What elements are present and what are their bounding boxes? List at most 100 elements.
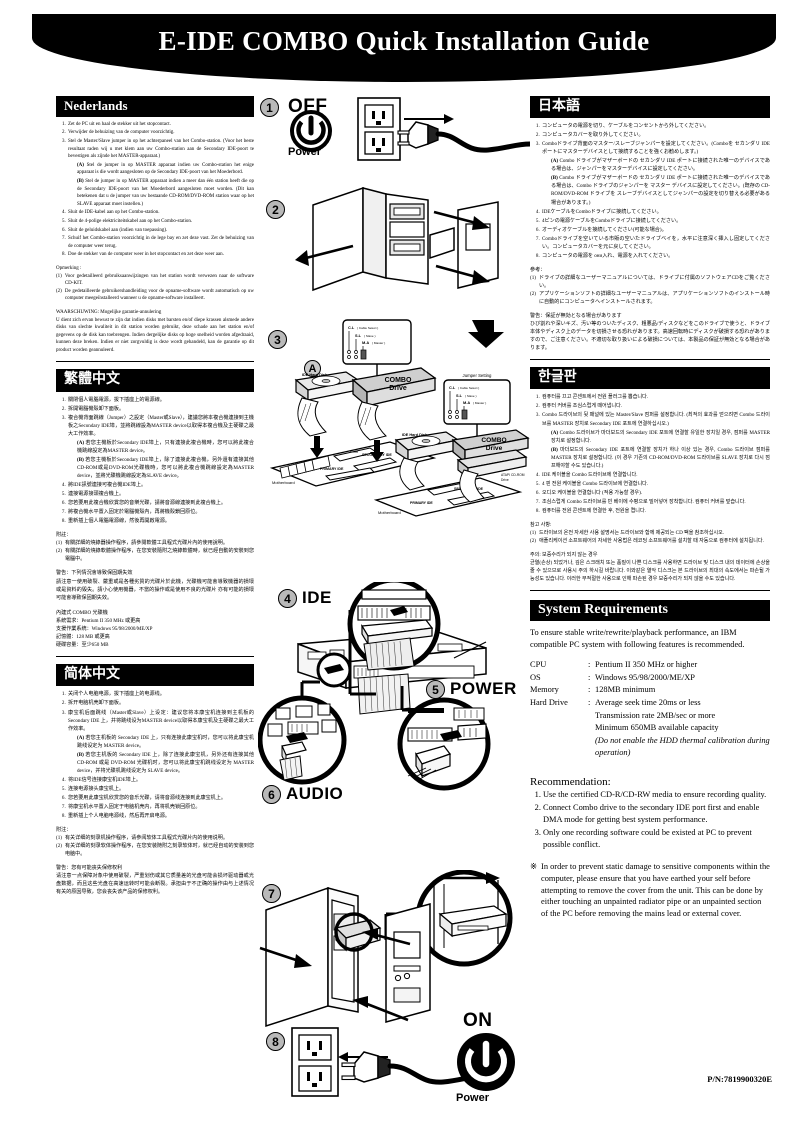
- sub-item-a: (A) 若您主机板的 Secondary IDE 上，只有连接此康宝机时，您可以…: [77, 734, 254, 749]
- assembly-arrow-icons: [259, 928, 411, 1022]
- note-title: 附注：: [56, 827, 72, 834]
- list-item: 오디오 케이블을 연결합니다 (적용 가능할 경우).: [541, 489, 770, 497]
- list-item: Sluit de 4-polige elektriciteitskabel aa…: [67, 218, 254, 226]
- section-body-japanese: コンピュータの電源を切り、ケーブルをコンセントから外してください。 コンピュータ…: [530, 122, 770, 352]
- svg-text:Drive: Drive: [389, 385, 407, 392]
- bezel-remove-arrow-icon: [433, 210, 490, 284]
- spec-row: 系統需求：Pentium II 350 MHz 或更高: [56, 617, 141, 624]
- installation-diagram: 1 OFF Power: [258, 92, 530, 1104]
- header-banner: E-IDE COMBO Quick Installation Guide: [32, 14, 776, 82]
- section-korean: 한글판 컴퓨터를 끄고 콘센트에서 전원 플러그를 뽑습니다. 컴퓨터 커버를 …: [530, 367, 770, 592]
- list-item: Comboドライブを空いている市販の空いたドライブベイを，水平に注意深く挿入し固…: [541, 235, 770, 251]
- warning-block: WAARSCHUWING: Mogelijke garantie-annuler…: [56, 309, 254, 355]
- list-item: Verwijder de behuizing van de computer v…: [67, 129, 254, 137]
- list-item: 康宝机后面跳线（Master或Slave）上设定：建议您将本康宝机连接到主机板的…: [67, 709, 254, 775]
- section-heading-japanese: 日本語: [530, 96, 770, 119]
- section-recommendation: Recommendation: Use the certified CD-R/C…: [530, 776, 770, 920]
- requirements-table: CPU : Pentium II 350 MHz or higher OS : …: [530, 659, 770, 760]
- section-nederlands: Nederlands Zet de PC uit en haal de stek…: [56, 96, 254, 363]
- warning-block: 警告：您有可能丧失保修权利 请注意一点保障对象中使用破裂，严重划伤或其它质量差的…: [56, 864, 254, 896]
- slide-in-arrow-icon: [442, 872, 500, 884]
- panel-remove-arrow-icon: [295, 244, 354, 266]
- step3-graphic: Jumper Setting C.L ( Cable Select ) S.L …: [269, 319, 530, 517]
- list-item: Zet de PC uit en haal de stekker uit het…: [67, 121, 254, 129]
- motherboard-b: SECONDARY IDE PRIMARY IDE Motherboard: [373, 477, 523, 517]
- list-item: 将康宝机水平置入固定于电脑机壳内，再将机壳锁回原位。: [67, 803, 254, 811]
- ribbon-cables-b: [399, 457, 485, 503]
- variant-label-a: A: [304, 360, 321, 377]
- warning-text: 균열(손상) 되었거나, 깊은 스크래치 또는 품질이 나쁜 디스크를 사용하면…: [530, 560, 770, 583]
- note-item: (2)De gedetailleerde gebruikershandleidi…: [56, 288, 254, 302]
- warning-text: 请注意一点保障对象中使用破裂，严重划伤或其它质量差的光盘可能会损坏驱动器或光盘数…: [56, 873, 254, 896]
- list-item: 关闭个人电脑电源，拔下插座上的电源线。: [67, 690, 254, 698]
- ide-hard-disk-b: IDE Hard Disk: [394, 431, 460, 462]
- sub-item-a: (A) Combo 드라이브가 마더보드의 Secondary IDE 포트에 …: [551, 429, 770, 444]
- ide-hard-disk-a: IDE Hard Disk: [294, 371, 360, 402]
- warning-text: U dient zich ervan bewust te zijn dat in…: [56, 317, 254, 353]
- note-item: (2)有關詳細的燒錄軟體操作程序，在您安裝隨附之燒錄軟體時，就已經自動的安裝到您…: [56, 548, 254, 563]
- list-item: 拆開電腦機殼卸下面板。: [67, 405, 254, 413]
- steps-list: 关闭个人电脑电源，拔下插座上的电源线。 拆开电脑机壳卸下面板。 康宝机后面跳线（…: [56, 690, 254, 820]
- section-japanese: 日本語 コンピュータの電源を切り、ケーブルをコンセントから外してください。 コン…: [530, 96, 770, 361]
- list-item: Doe de stekker van de computer weer in h…: [67, 251, 254, 259]
- jumper-setting-box-a: Jumper Setting C.L ( Cable Select ) S.L …: [342, 319, 412, 392]
- audio-connector-closeup: [258, 652, 352, 785]
- static-damage-note: ※ In order to prevent static damage to s…: [530, 861, 770, 921]
- step7-graphic: [259, 870, 513, 1028]
- list-item: 컴퓨터를 끄고 콘센트에서 전원 플러그를 뽑습니다.: [541, 393, 770, 401]
- sub-item-b: (B) Combo ドライブがマザーボードの セカンダリ IDE ポートに接続さ…: [551, 175, 770, 206]
- step-number-2: 2: [266, 200, 285, 219]
- note-block: 참고 사항: (1)드라이브의 온전 자세한 사용 설명서는 드라이브와 함께 …: [530, 521, 770, 545]
- note-block: Opmerking : (1)Voor gedetailleerd gebrui…: [56, 265, 254, 303]
- step-number-1: 1: [260, 98, 279, 117]
- down-arrow-icon: [468, 320, 504, 348]
- spec-row: 支援作業系統：Windows 95/98/2000/ME/XP: [56, 625, 153, 632]
- ide-connector-closeup: [347, 582, 441, 696]
- note-title: Opmerking :: [56, 265, 82, 271]
- list-item: Schuif het Combo-station voorzichtig in …: [67, 235, 254, 250]
- list-item: 複合機背面跳線（Jumper）之設定（Master或Slave），建議您將本複合…: [67, 414, 254, 480]
- section-system-requirements: System Requirements To ensure stable wri…: [530, 600, 770, 760]
- step-number-5: 5: [426, 680, 445, 699]
- list-item: 4ピンの電源ケーブルをComboドライブに接続してください。: [541, 217, 770, 225]
- note-block: 参考： (1)ドライブの詳細なユーザーマニュアルについては、ドライブに付属のソフ…: [530, 266, 770, 306]
- req-value: Windows 95/98/2000/ME/XP: [595, 672, 695, 682]
- list-item: Sluit de geluidskabel aan (indien van to…: [67, 227, 254, 235]
- list-item: オーディオケーブルを接続してください(可能な場合)。: [541, 226, 770, 234]
- note-marker-icon: ※: [530, 861, 538, 871]
- list-item: 重新插上個人電腦電源線，然後再開啟電源。: [67, 517, 254, 525]
- list-item: コンピュータの電源を они入れ、電源を入れてください。: [541, 252, 770, 260]
- req-colon: :: [588, 672, 591, 682]
- svg-text:ATAPI CD-ROM: ATAPI CD-ROM: [501, 473, 525, 477]
- section-heading-nederlands: Nederlands: [56, 96, 254, 117]
- steps-list: Zet de PC uit en haal de stekker uit het…: [56, 121, 254, 259]
- svg-text:( Slave ): ( Slave ): [364, 334, 376, 338]
- sub-item-b: (B) 若您主机板的 Secondary IDE 上，除了连接此康宝机，另外还有…: [77, 751, 254, 774]
- motherboard-a: SECONDARY IDE PRIMARY IDE Motherboard: [269, 436, 437, 487]
- sub-item-a: (A) Combo ドライブがマザーボードの セカンダリ IDE ポートに接続さ…: [551, 158, 770, 173]
- step2-graphic: [295, 186, 499, 292]
- section-heading-korean: 한글판: [530, 367, 770, 390]
- jumper-setting-box-b: Jumper Setting C.L ( Cable Select ) S.L …: [443, 373, 511, 452]
- step-number-6: 6: [262, 785, 281, 804]
- unplug-arrow-icon: [404, 114, 454, 124]
- list-item: 4 핀 전원 케이블을 Combo 드라이브에 연결합니다.: [541, 480, 770, 488]
- svg-text:Drive: Drive: [486, 445, 503, 452]
- note-item: (1)드라이브의 온전 자세한 사용 설명서는 드라이브와 함께 제공되는 CD…: [530, 530, 725, 537]
- steps-list: コンピュータの電源を切り、ケーブルをコンセントから外してください。 コンピュータ…: [530, 122, 770, 260]
- step-label-power: POWER: [450, 679, 517, 698]
- steps-list: 컴퓨터를 끄고 콘센트에서 전원 플러그를 뽑습니다. 컴퓨터 커버를 조심스럽…: [530, 393, 770, 515]
- svg-text:( Cable Select ): ( Cable Select ): [458, 386, 479, 390]
- warning-title: 警告：下列情況會導致保固期失效: [56, 570, 133, 577]
- section-divider: [56, 656, 254, 658]
- section-traditional-chinese: 繁體中文 關閉個人電腦電源，拔下插座上的電源線。 拆開電腦機殼卸下面板。 複合機…: [56, 369, 254, 658]
- recommendation-list: Use the certified CD-R/CD-RW media to en…: [530, 789, 770, 851]
- system-requirements-intro: To ensure stable write/rewrite/playback …: [530, 628, 745, 650]
- list-item: 您若要用此複合機欣賞您的音樂光碟，請將音源線連接到此複合機上。: [67, 499, 254, 507]
- list-item: IDE 케이블을 Combo 드라이브에 연결합니다.: [541, 471, 770, 479]
- list-item: Stel de Master/Slave jumper in op het ac…: [67, 138, 254, 208]
- step-number-7: 7: [262, 884, 281, 903]
- svg-text:Motherboard: Motherboard: [272, 480, 295, 485]
- svg-text:S.L: S.L: [355, 333, 362, 338]
- spec-table: 內建式 COMBO 光碟機 系統需求：Pentium II 350 MHz 或更…: [56, 609, 254, 650]
